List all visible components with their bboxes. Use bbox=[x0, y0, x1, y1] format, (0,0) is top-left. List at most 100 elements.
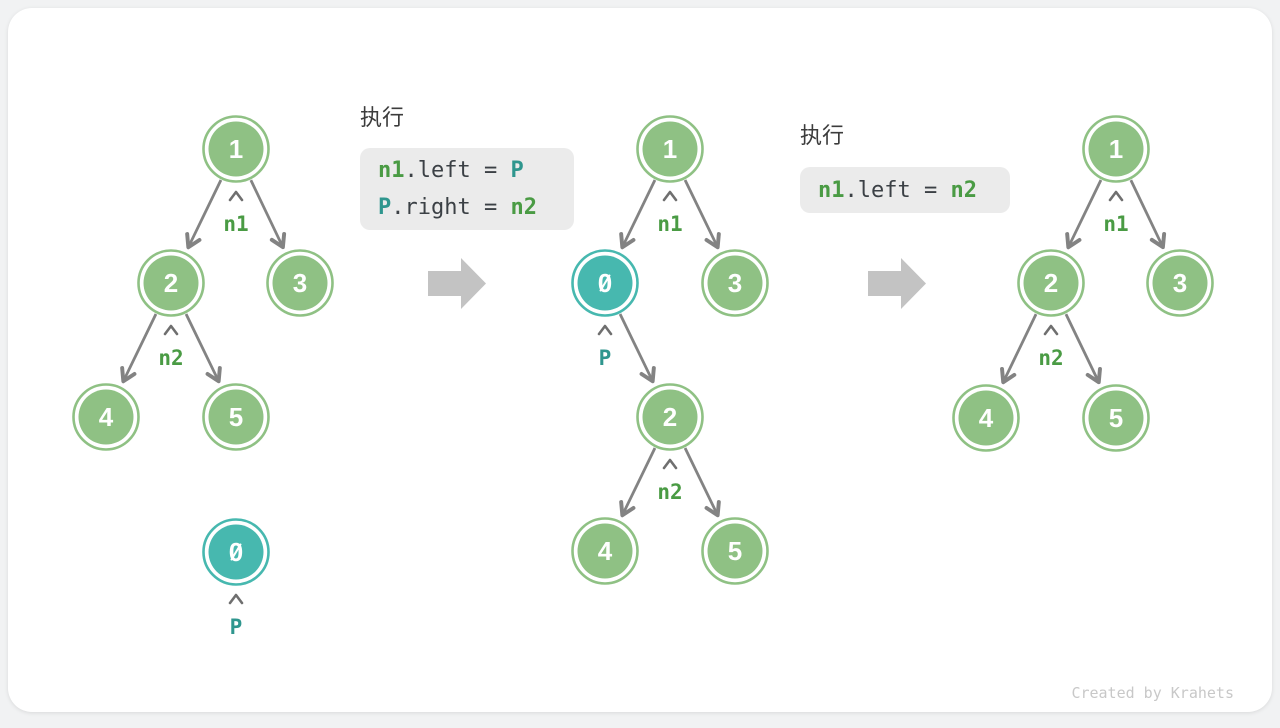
node-outer-ring bbox=[1082, 384, 1150, 452]
code-token: P bbox=[510, 158, 524, 183]
tree-edge bbox=[184, 313, 222, 384]
node-value: 5 bbox=[728, 536, 742, 566]
slashed-zero-stroke bbox=[599, 274, 611, 292]
node-outer-ring bbox=[636, 115, 704, 183]
tree-inserted: 103245n1Pn2 bbox=[571, 115, 769, 585]
tree-edge bbox=[619, 447, 657, 518]
code-line: P.right = n2 bbox=[378, 189, 574, 226]
node-disc bbox=[1088, 390, 1144, 446]
code-block-2: 执行 n1.left = n2 bbox=[800, 123, 1010, 213]
step-arrow-icon-1 bbox=[428, 258, 486, 309]
diagram-card: 123450n1n2P103245n1Pn212345n1n2 执行 n1.le… bbox=[8, 8, 1272, 712]
tree-edge bbox=[618, 313, 656, 384]
node-value: 3 bbox=[728, 268, 742, 298]
node-disc bbox=[707, 523, 763, 579]
node-disc bbox=[642, 121, 698, 177]
tree-inserted-node-1: 1 bbox=[636, 115, 704, 183]
node-disc bbox=[143, 255, 199, 311]
tree-initial-node-1: 1 bbox=[202, 115, 270, 183]
slashed-zero-stroke bbox=[230, 543, 242, 561]
node-outer-ring bbox=[72, 383, 140, 451]
node-outer-ring bbox=[202, 115, 270, 183]
node-value: 1 bbox=[229, 134, 243, 164]
tree-edge bbox=[619, 179, 657, 250]
node-outer-ring bbox=[1082, 115, 1150, 183]
node-disc bbox=[272, 255, 328, 311]
node-outer-ring bbox=[266, 249, 334, 317]
node-value: 3 bbox=[293, 268, 307, 298]
tree-inserted-node-2: 2 bbox=[636, 383, 704, 451]
node-outer-ring bbox=[202, 383, 270, 451]
pointer-caret-icon bbox=[1043, 324, 1059, 336]
node-disc bbox=[1088, 121, 1144, 177]
watermark: Created by Krahets bbox=[1071, 684, 1234, 702]
tree-initial-node-5: 5 bbox=[202, 383, 270, 451]
tree-edge bbox=[683, 179, 721, 250]
tree-initial-node-2: 2 bbox=[137, 249, 205, 317]
code-token: n1 bbox=[378, 158, 405, 183]
code-line: n1.left = n2 bbox=[818, 172, 1010, 209]
node-value: 5 bbox=[229, 402, 243, 432]
code-token: P bbox=[378, 195, 392, 220]
node-outer-ring bbox=[571, 249, 639, 317]
pointer-caret-icon bbox=[662, 190, 678, 202]
binary-tree-diagram: 123450n1n2P103245n1Pn212345n1n2 bbox=[72, 115, 1214, 639]
node-value: 2 bbox=[663, 402, 677, 432]
code-line: n1.left = P bbox=[378, 152, 574, 189]
node-outer-ring bbox=[636, 383, 704, 451]
pointer-caret-icon bbox=[228, 190, 244, 202]
tree-initial-node-3: 3 bbox=[266, 249, 334, 317]
pointer-caret-icon bbox=[163, 324, 179, 336]
tree-initial-node-4: 4 bbox=[72, 383, 140, 451]
node-value: 2 bbox=[164, 268, 178, 298]
tree-edge bbox=[1129, 179, 1167, 250]
node-outer-ring bbox=[1146, 249, 1214, 317]
step-arrow-icon-2 bbox=[868, 258, 926, 309]
tree-initial: 123450n1n2P bbox=[72, 115, 334, 639]
code-token: n1 bbox=[818, 177, 845, 203]
node-disc bbox=[78, 389, 134, 445]
pointer-label-n1: n1 bbox=[657, 212, 682, 236]
pointer-caret-icon bbox=[1108, 190, 1124, 202]
code-token: .left = bbox=[844, 177, 951, 203]
tree-edge bbox=[683, 447, 721, 518]
pointer-caret-icon bbox=[662, 458, 678, 470]
tree-inserted-node-3: 3 bbox=[701, 249, 769, 317]
tree-edge bbox=[120, 313, 158, 384]
node-value: 4 bbox=[598, 536, 613, 566]
tree-inserted-node-0: 0 bbox=[571, 249, 639, 317]
pointer-caret-icon bbox=[597, 324, 613, 336]
node-disc bbox=[642, 389, 698, 445]
node-value: 1 bbox=[663, 134, 677, 164]
pointer-caret-icon bbox=[228, 593, 244, 605]
code-token: .right = bbox=[391, 195, 511, 220]
code-title: 执行 bbox=[800, 123, 845, 148]
tree-restored-node-4: 4 bbox=[952, 384, 1020, 452]
tree-inserted-node-5: 5 bbox=[701, 517, 769, 585]
node-outer-ring bbox=[701, 249, 769, 317]
node-disc bbox=[707, 255, 763, 311]
tree-restored-node-5: 5 bbox=[1082, 384, 1150, 452]
node-value: 4 bbox=[99, 402, 114, 432]
node-outer-ring bbox=[701, 517, 769, 585]
node-outer-ring bbox=[571, 517, 639, 585]
code-token: .left = bbox=[404, 158, 511, 183]
code-title: 执行 bbox=[360, 105, 405, 130]
code-token: n2 bbox=[510, 195, 537, 220]
node-disc bbox=[208, 389, 264, 445]
tree-edge bbox=[249, 179, 287, 250]
tree-edge bbox=[1064, 313, 1102, 385]
tree-initial-node-0: 0 bbox=[202, 518, 270, 586]
pointer-label-n2: n2 bbox=[1038, 346, 1063, 370]
tree-edge bbox=[185, 179, 223, 250]
node-disc bbox=[1152, 255, 1208, 311]
node-value: 2 bbox=[1044, 268, 1058, 298]
node-value: 1 bbox=[1109, 134, 1123, 164]
code-token: n2 bbox=[950, 177, 977, 203]
node-disc bbox=[1023, 255, 1079, 311]
node-outer-ring bbox=[952, 384, 1020, 452]
node-value: 3 bbox=[1173, 268, 1187, 298]
code-snippet: n1.left = n2 bbox=[800, 167, 1010, 213]
node-disc bbox=[577, 523, 633, 579]
